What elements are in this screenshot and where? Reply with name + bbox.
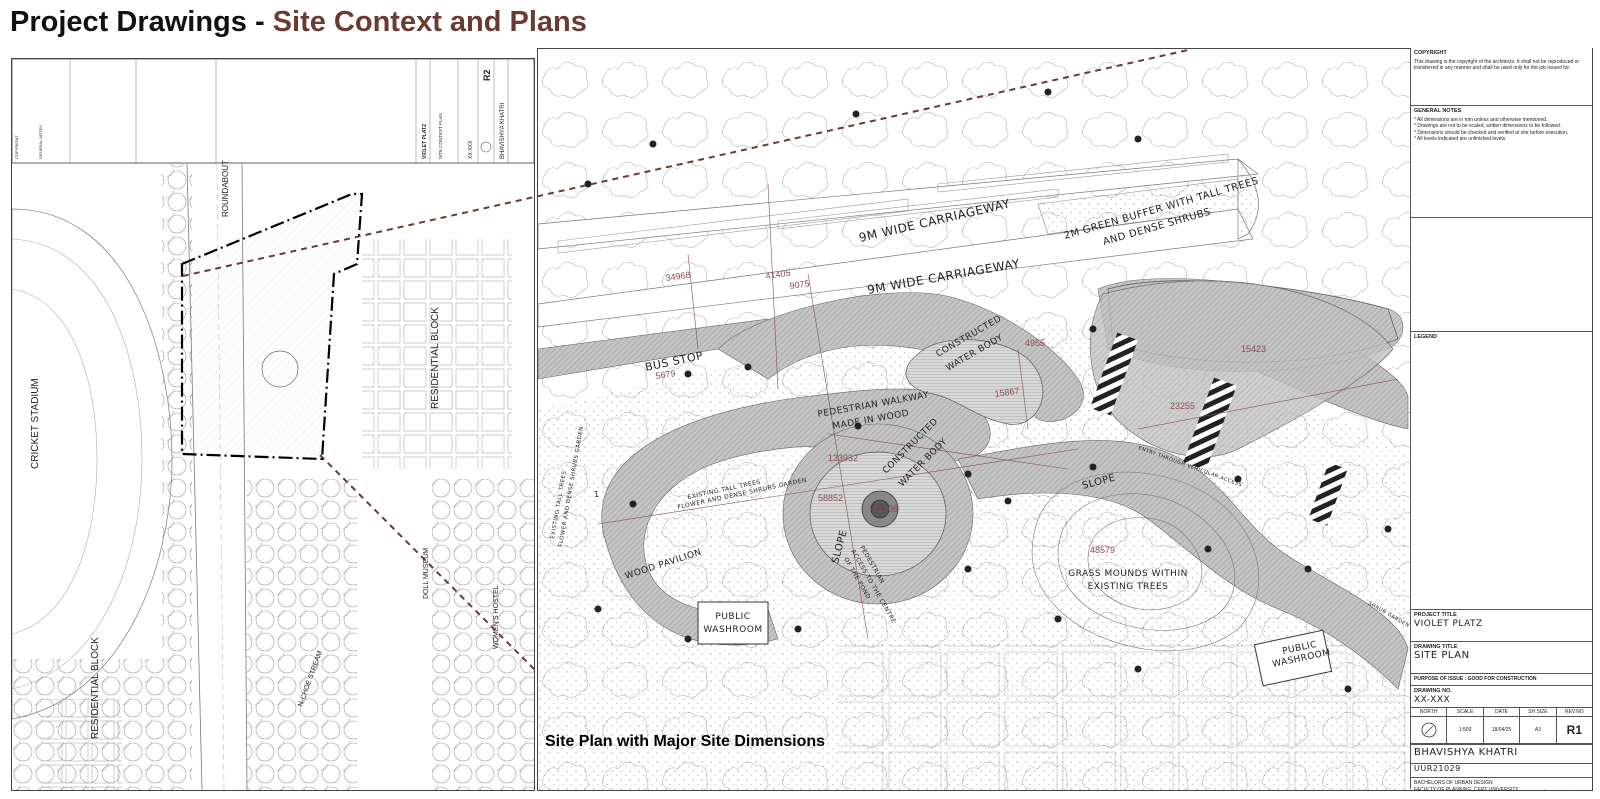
tb-dept-2: FACULTY OF PLANNING, CEPT UNIVERSITY [1414,786,1519,793]
zebra-crossing-1 [1089,332,1139,416]
tb-note-1: * All dimensions are in mm unless and ot… [1414,116,1548,123]
tb-project-title: VIOLET PLATZ [1414,618,1483,629]
label-washroom-1b: WASHROOM [703,625,762,635]
tb-col-north: NORTH [1411,708,1448,716]
label-cricket-stadium: CRICKET STADIUM [30,378,41,469]
title-block: COPYRIGHT This drawing is the copyright … [1410,48,1592,793]
strip-drawing-no: XX-XXX [468,140,474,159]
tb-project: PROJECT TITLE VIOLET PLATZ [1411,610,1592,642]
dim-9075: 9075 [789,278,810,291]
label-residential-block-right: RESIDENTIAL BLOCK [430,307,441,409]
tb-legend-head: LEGEND [1414,334,1437,340]
tb-meta-head-row: NORTH SCALE DATE SH SIZE REV.NO [1411,708,1592,717]
residential-buildings-left [42,699,122,790]
strip-copyright: COPYRIGHT [14,135,19,159]
label-mounds-1: GRASS MOUNDS WITHIN [1068,569,1188,579]
tree-belt-left [162,164,192,790]
page-title-prefix: Project Drawings - [10,6,273,38]
label-point-1: 1 [594,490,600,499]
tb-purpose: PURPOSE OF ISSUE : GOOD FOR CONSTRUCTION [1411,674,1592,686]
tb-drawing-no: DRAWING NO. XX-XXX [1411,686,1592,708]
label-residential-block-left: RESIDENTIAL BLOCK [90,637,101,739]
tree-area-right [432,479,534,790]
tb-dept-sec: BACHELORS OF URBAN DESIGN FACULTY OF PLA… [1411,778,1592,795]
context-title-strip: COPYRIGHT GENERAL NOTES VIOLET PLATZ SIT… [12,59,534,164]
tb-legend: LEGEND [1411,332,1592,610]
tb-col-size: SH SIZE [1520,708,1557,716]
water-body-north [905,339,1044,425]
tree-area-stream [247,479,357,790]
label-washroom-1a: PUBLIC [715,612,750,622]
site-boundary [180,192,364,461]
strip-notes: GENERAL NOTES [38,125,43,159]
tb-north-cell [1411,717,1448,743]
tb-copyright-head: COPYRIGHT [1414,50,1447,56]
tb-roll-no: UUR21029 [1414,764,1461,773]
dim-31706: 31706 [873,504,898,514]
tb-copyright: COPYRIGHT This drawing is the copyright … [1411,48,1592,106]
tb-note-4: * All levels indicated are unfinished le… [1414,136,1507,142]
tb-project-head: PROJECT TITLE [1414,612,1457,618]
tb-copyright-text: This drawing is the copyright of the arc… [1414,58,1580,72]
label-mounds-2: EXISTING TREES [1088,582,1169,592]
tb-notes: GENERAL NOTES * All dimensions are in mm… [1411,106,1592,218]
page-title: Project Drawings - Site Context and Plan… [10,6,587,39]
tb-dept-1: BACHELORS OF URBAN DESIGN [1414,780,1493,786]
label-roundabout: ROUNDABOUT [221,160,230,217]
tb-note-3: * Dimensions should be checked and verif… [1414,129,1569,136]
tb-drawing-head: DRAWING TITLE [1414,644,1458,650]
grass-mound-contours [1031,471,1260,652]
strip-rev: R2 [482,69,492,81]
tb-blank [1411,218,1592,332]
tb-date: 18/04/25 [1484,717,1521,743]
tb-drawing-title: SITE PLAN [1414,649,1470,661]
tb-drawing: DRAWING TITLE SITE PLAN [1411,642,1592,674]
tb-col-scale: SCALE [1447,708,1484,716]
residential-buildings-right [362,239,512,469]
tb-size: A3 [1520,717,1557,743]
tb-drawing-no-head: DRAWING NO. [1414,688,1452,694]
tb-col-date: DATE [1484,708,1521,716]
tb-notes-head: GENERAL NOTES [1414,108,1462,114]
tb-author-sec: BHAVISHYA KHATRI [1411,744,1592,764]
tb-note-2: * Drawings are not to be scaled, written… [1414,123,1562,129]
tb-author: BHAVISHYA KHATRI [1414,747,1518,758]
site-plan-caption: Site Plan with Major Site Dimensions [545,733,826,750]
tb-scale: 1:500 [1447,717,1484,743]
pond-centre-core [870,499,890,519]
dim-15867: 15867 [994,386,1020,399]
dim-15423: 15423 [1241,344,1266,354]
site-pond-mark [261,350,299,388]
tb-meta-value-row: 1:500 18/04/25 A3 R1 [1411,717,1592,744]
zebra-crossing-3 [1308,462,1348,526]
north-arrow-icon [480,141,492,153]
dim-48579: 48579 [1090,545,1115,555]
dim-58852: 58852 [818,493,843,503]
tb-col-rev: REV.NO [1564,709,1584,715]
zebra-crossing-2 [1183,377,1237,471]
tb-roll-sec: UUR21029 [1411,764,1592,778]
public-washroom-east [1253,629,1333,687]
tb-drawing-no-value: XX-XXX [1414,694,1451,705]
north-arrow-icon [1421,722,1437,738]
strip-drawing-title: SITE CONTEXT PLAN [438,113,443,159]
strip-author: BHAVISHYA KHATRI [500,102,506,159]
strip-project: VIOLET PLATZ [422,124,428,159]
dim-133932: 133932 [828,453,858,463]
dim-4955: 4955 [1025,338,1045,348]
public-washroom-west [697,601,769,645]
site-context-sheet: COPYRIGHT GENERAL NOTES VIOLET PLATZ SIT… [11,58,535,791]
dim-5679: 5679 [655,368,676,381]
tb-rev: R1 [1566,723,1582,737]
site-context-drawing: COPYRIGHT GENERAL NOTES VIOLET PLATZ SIT… [12,59,534,790]
label-doll-museum: DOLL MUSEUM [423,548,430,599]
page-title-accent: Site Context and Plans [272,6,587,38]
dim-23255: 23255 [1170,401,1195,411]
label-womens-hostel: WOMEN'S HOSTEL [493,585,500,649]
